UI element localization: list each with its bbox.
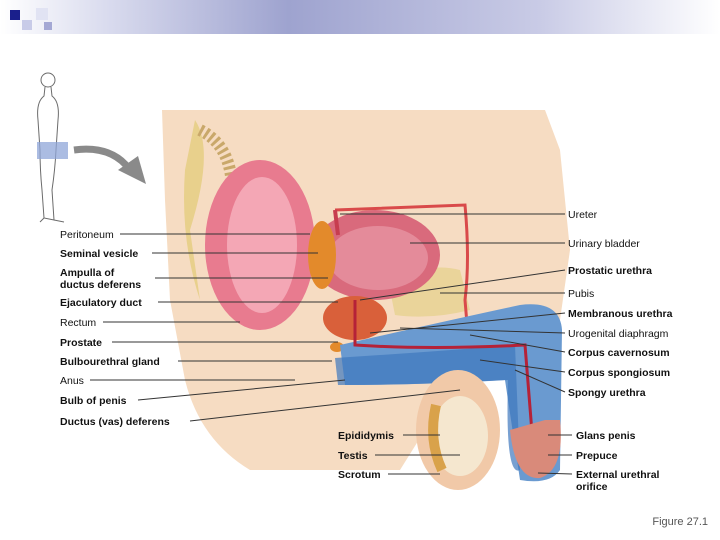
- rectum-inner: [227, 177, 297, 313]
- seminal-vesicle-shape: [308, 221, 336, 289]
- label-ejaculatory-duct: Ejaculatory duct: [60, 297, 142, 309]
- figure-caption: Figure 27.1: [652, 516, 708, 528]
- label-bulb-of-penis: Bulb of penis: [60, 395, 127, 407]
- label-ductus-deferens: Ductus (vas) deferens: [60, 416, 170, 428]
- banner-square-dark: [10, 10, 20, 20]
- label-urinary-bladder: Urinary bladder: [568, 238, 640, 250]
- banner-square-light: [22, 20, 32, 30]
- label-corpus-spongiosum: Corpus spongiosum: [568, 367, 671, 379]
- banner-square-light: [36, 8, 48, 20]
- banner-square-mid: [44, 22, 52, 30]
- label-seminal-vesicle: Seminal vesicle: [60, 248, 139, 260]
- ureter-path: [333, 209, 340, 236]
- label-ureter: Ureter: [568, 209, 598, 221]
- label-urogenital-diaphragm: Urogenital diaphragm: [568, 328, 669, 340]
- epididymis-shape: [428, 403, 447, 473]
- label-ampulla: Ampulla of ductus deferens: [60, 267, 142, 291]
- leader-lines: [90, 213, 573, 475]
- ductus-deferens-path: [334, 203, 472, 431]
- region-highlight: [37, 142, 68, 159]
- label-prostatic-urethra: Prostatic urethra: [568, 265, 653, 277]
- label-glans-penis: Glans penis: [576, 430, 636, 442]
- bladder-muscle: [328, 226, 428, 290]
- urethra-path: [353, 300, 537, 471]
- spine: [197, 124, 238, 216]
- label-pubis: Pubis: [568, 288, 595, 300]
- label-scrotum: Scrotum: [338, 469, 381, 481]
- label-prepuce: Prepuce: [576, 450, 618, 462]
- label-spongy-urethra: Spongy urethra: [568, 387, 646, 399]
- label-epididymis: Epididymis: [338, 430, 395, 442]
- label-testis: Testis: [338, 450, 368, 462]
- label-rectum: Rectum: [60, 317, 97, 329]
- sacrum: [184, 120, 204, 300]
- title-banner: [0, 0, 720, 34]
- pointer-arrow: [73, 145, 133, 173]
- bulbourethral-gland-shape: [330, 342, 344, 352]
- label-anus: Anus: [60, 375, 84, 387]
- label-peritoneum: Peritoneum: [60, 229, 114, 241]
- label-corpus-cavernosum: Corpus cavernosum: [568, 347, 670, 359]
- pointer-arrow-head: [118, 156, 146, 184]
- label-external-urethral-orifice: External urethral orifice: [576, 469, 660, 493]
- label-bulbourethral-gland: Bulbourethral gland: [60, 356, 160, 368]
- body-silhouette-icon: [37, 72, 65, 223]
- testis-shape: [432, 396, 488, 476]
- label-prostate: Prostate: [60, 337, 103, 349]
- label-membranous-urethra: Membranous urethra: [568, 308, 673, 320]
